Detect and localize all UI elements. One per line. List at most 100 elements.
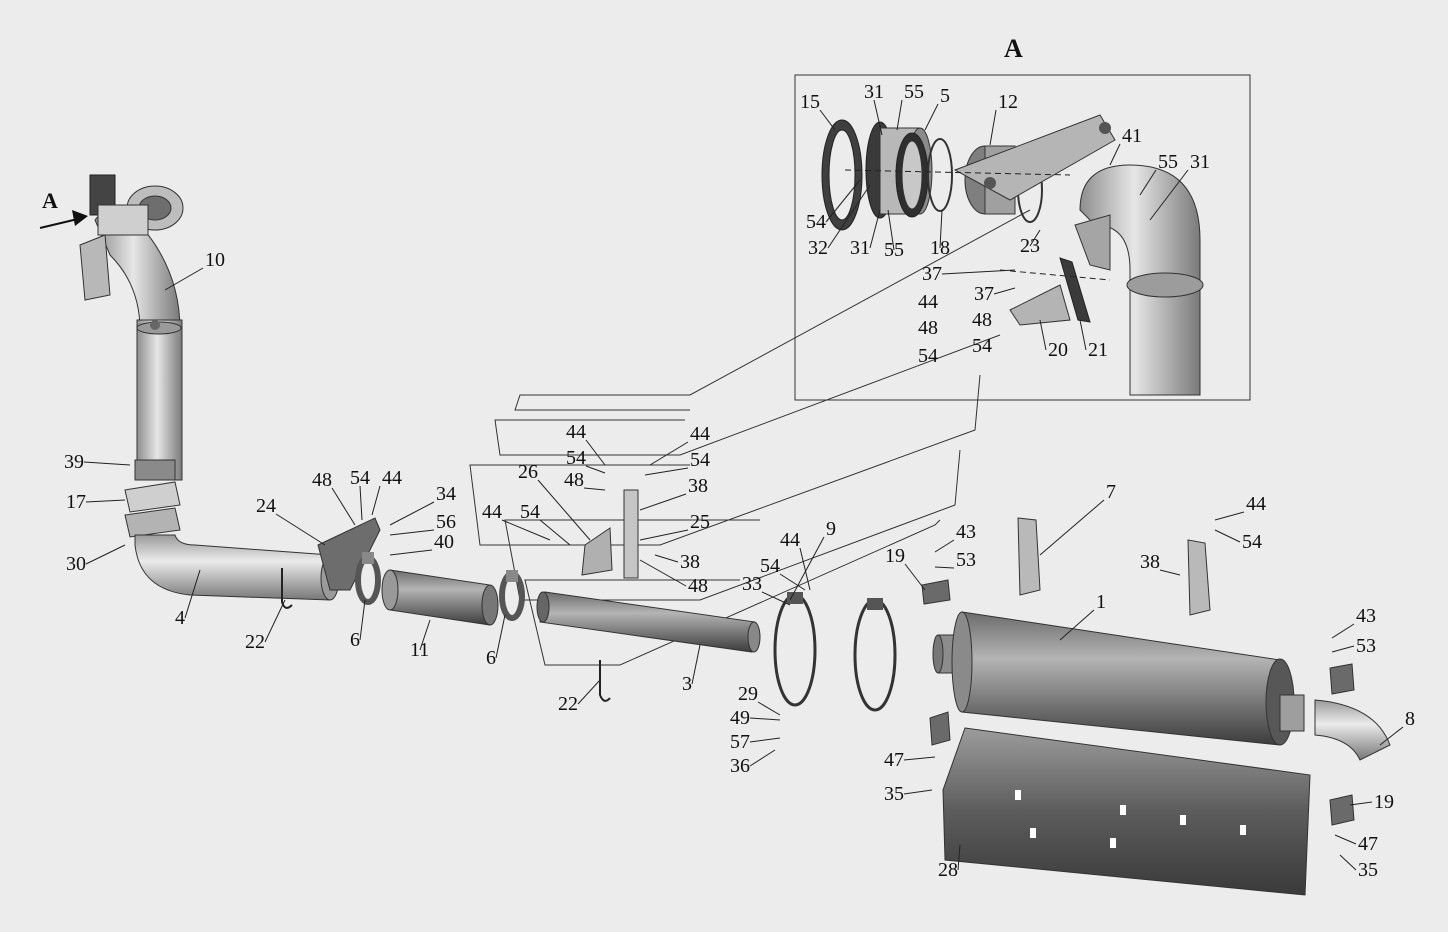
leader-28 bbox=[957, 844, 961, 871]
bracket-26 bbox=[581, 527, 613, 576]
callout-21: 21 bbox=[1088, 339, 1108, 361]
callout-48: 48 bbox=[564, 469, 584, 491]
leader-1 bbox=[1059, 609, 1095, 641]
leader-55 bbox=[896, 99, 903, 131]
leader-54 bbox=[1214, 529, 1241, 543]
callout-29: 29 bbox=[738, 683, 758, 705]
callout-33: 33 bbox=[742, 573, 762, 595]
leader-4 bbox=[184, 569, 201, 619]
pipe-10 bbox=[94, 210, 183, 481]
callout-44: 44 bbox=[566, 421, 586, 443]
muffler-1 bbox=[932, 611, 1305, 746]
callout-48: 48 bbox=[918, 317, 938, 339]
callout-5: 5 bbox=[940, 85, 950, 107]
callout-11: 11 bbox=[410, 639, 429, 661]
leader-35 bbox=[903, 789, 933, 795]
callout-34: 34 bbox=[436, 483, 456, 505]
top-flange-assembly bbox=[79, 174, 184, 301]
leader-24 bbox=[275, 513, 326, 546]
leader-3 bbox=[691, 644, 701, 685]
callout-28: 28 bbox=[938, 859, 958, 881]
callout-48: 48 bbox=[312, 469, 332, 491]
strap-19-bottom bbox=[1329, 794, 1355, 826]
leader-44 bbox=[371, 485, 381, 516]
callout-4: 4 bbox=[175, 607, 185, 629]
leader-37 bbox=[941, 269, 1016, 275]
leader-55 bbox=[887, 209, 895, 251]
leader-31 bbox=[873, 99, 883, 136]
leader-26 bbox=[537, 479, 591, 541]
tailpipe-8 bbox=[1314, 699, 1391, 761]
callout-56: 56 bbox=[436, 511, 456, 533]
callout-55: 55 bbox=[1158, 151, 1178, 173]
callout-44: 44 bbox=[780, 529, 800, 551]
clamp-6-left bbox=[355, 552, 381, 605]
callout-54: 54 bbox=[918, 345, 938, 367]
clamp-22-left bbox=[281, 568, 293, 609]
leader-20 bbox=[1039, 319, 1047, 351]
callout-54: 54 bbox=[350, 467, 370, 489]
callout-54: 54 bbox=[520, 501, 540, 523]
clamp-6-right bbox=[499, 570, 525, 621]
callout-48: 48 bbox=[688, 575, 708, 597]
callout-44: 44 bbox=[382, 467, 402, 489]
leader-49 bbox=[749, 717, 781, 721]
callout-25: 25 bbox=[690, 511, 710, 533]
leader-56 bbox=[389, 529, 435, 536]
leader-19 bbox=[1349, 801, 1373, 806]
callout-24: 24 bbox=[256, 495, 276, 517]
leader-29 bbox=[757, 701, 781, 716]
callout-44: 44 bbox=[482, 501, 502, 523]
bracket-7-right bbox=[1187, 539, 1211, 616]
clamp-22-right bbox=[599, 660, 611, 702]
leader-22 bbox=[264, 599, 286, 643]
pipe-4 bbox=[134, 534, 340, 601]
callout-19: 19 bbox=[885, 545, 905, 567]
callout-26: 26 bbox=[518, 461, 538, 483]
bracket-7-left bbox=[1017, 517, 1041, 596]
callout-37: 37 bbox=[922, 263, 942, 285]
leader-7 bbox=[1039, 499, 1105, 556]
leader-34 bbox=[389, 501, 435, 526]
detail-a-title: A bbox=[1004, 34, 1023, 63]
leader-54 bbox=[779, 573, 806, 591]
callout-23: 23 bbox=[1020, 235, 1040, 257]
callout-53: 53 bbox=[1356, 635, 1376, 657]
leader-44 bbox=[799, 547, 811, 591]
callout-41: 41 bbox=[1122, 125, 1142, 147]
callout-43: 43 bbox=[956, 521, 976, 543]
detail-bracket-20 bbox=[1009, 257, 1091, 326]
callout-57: 57 bbox=[730, 731, 750, 753]
flex-hose-11 bbox=[381, 569, 499, 626]
leader-57 bbox=[749, 737, 781, 743]
leader-47 bbox=[1334, 834, 1357, 845]
callout-9: 9 bbox=[826, 518, 836, 540]
bracket-25 bbox=[623, 489, 639, 579]
callout-22: 22 bbox=[558, 693, 578, 715]
callout-6: 6 bbox=[350, 629, 360, 651]
callout-54: 54 bbox=[1242, 531, 1262, 553]
callout-32: 32 bbox=[808, 237, 828, 259]
leader-9 bbox=[789, 536, 825, 601]
callout-17: 17 bbox=[66, 491, 86, 513]
strap-19-right bbox=[1329, 663, 1355, 695]
leader-54 bbox=[539, 519, 571, 546]
callout-12: 12 bbox=[998, 91, 1018, 113]
view-a-arrow bbox=[39, 210, 88, 229]
leader-40 bbox=[389, 549, 433, 556]
leader-10 bbox=[164, 267, 204, 291]
leader-18 bbox=[939, 209, 943, 249]
callout-8: 8 bbox=[1405, 708, 1415, 730]
callout-19: 19 bbox=[1374, 791, 1394, 813]
leader-44 bbox=[585, 439, 606, 466]
callout-38: 38 bbox=[1140, 551, 1160, 573]
callout-47: 47 bbox=[1358, 833, 1378, 855]
callout-15: 15 bbox=[800, 91, 820, 113]
callout-31: 31 bbox=[864, 81, 884, 103]
callout-3: 3 bbox=[682, 673, 692, 695]
leader-48 bbox=[639, 559, 687, 587]
leader-41 bbox=[1109, 143, 1121, 166]
leader-11 bbox=[419, 619, 431, 651]
